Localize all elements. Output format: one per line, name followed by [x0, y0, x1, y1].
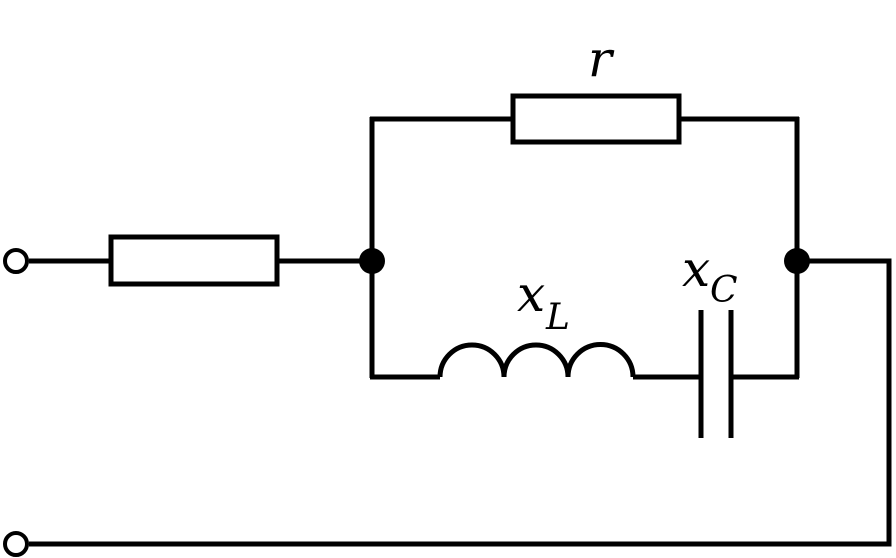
inductor-xl — [437, 342, 636, 378]
label-xl-main: x — [517, 265, 545, 323]
series-resistor — [108, 234, 280, 287]
label-xc-sub: C — [710, 270, 738, 311]
resistor-r — [510, 93, 682, 145]
label-xc-main: x — [682, 240, 710, 298]
left-junction-node — [359, 248, 385, 274]
label-xl-sub: L — [545, 297, 570, 338]
input-terminal-top — [3, 248, 29, 274]
input-terminal-bottom — [3, 531, 29, 557]
label-r: r — [588, 30, 615, 88]
wire-output-return — [29, 258, 892, 547]
right-junction-node — [784, 248, 810, 274]
